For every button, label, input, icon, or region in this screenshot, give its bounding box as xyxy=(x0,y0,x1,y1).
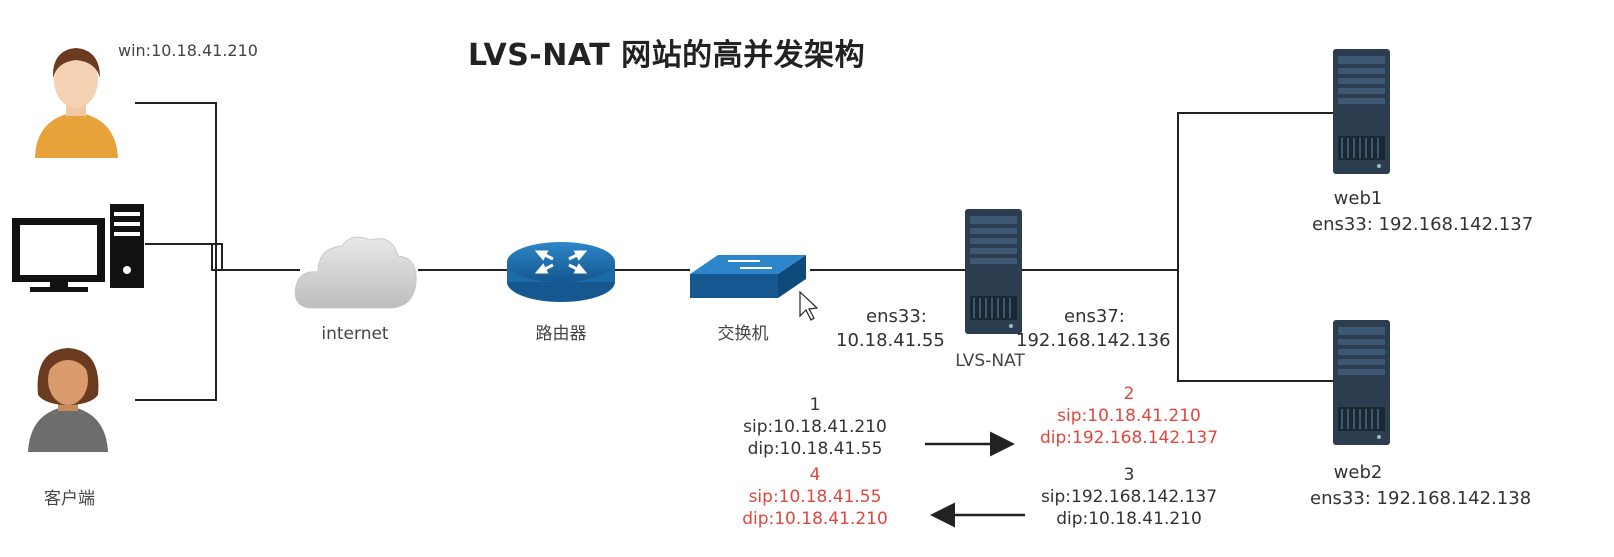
step-3-sip: sip:192.168.142.137 xyxy=(1040,487,1218,507)
male-user-icon xyxy=(35,48,118,158)
step-4-dip: dip:10.18.41.210 xyxy=(742,509,888,529)
lvs-ens33-name: ens33: xyxy=(866,306,927,327)
step-1-num: 1 xyxy=(809,395,821,415)
step-2-num: 2 xyxy=(1123,384,1135,404)
step-4: 4 sip:10.18.41.55 dip:10.18.41.210 xyxy=(720,464,910,530)
internet-label: internet xyxy=(321,324,389,344)
internet-cloud-icon xyxy=(294,236,417,309)
web2-name: web2 xyxy=(1333,462,1383,483)
web2-server-icon xyxy=(1333,320,1390,445)
router-label: 路由器 xyxy=(535,324,587,344)
mouse-cursor-icon xyxy=(799,290,819,321)
step-1-dip: dip:10.18.41.55 xyxy=(747,439,883,459)
web1-server-icon xyxy=(1333,49,1390,174)
line-user1 xyxy=(135,102,217,401)
lvs-ens37-name: ens37: xyxy=(1064,306,1125,327)
client-caption: 客户端 xyxy=(44,489,95,509)
web2-ip: ens33: 192.168.142.138 xyxy=(1310,488,1532,509)
step-2-sip: sip:10.18.41.210 xyxy=(1057,406,1201,426)
step-1: 1 sip:10.18.41.210 dip:10.18.41.55 xyxy=(720,394,910,460)
step-4-num: 4 xyxy=(809,465,821,485)
web1-name: web1 xyxy=(1333,188,1383,209)
step-2: 2 sip:10.18.41.210 dip:192.168.142.137 xyxy=(1024,383,1234,449)
step-3: 3 sip:192.168.142.137 dip:10.18.41.210 xyxy=(1024,464,1234,530)
step-3-dip: dip:10.18.41.210 xyxy=(1056,509,1202,529)
web1-ip: ens33: 192.168.142.137 xyxy=(1312,214,1534,235)
connection-lines xyxy=(135,102,1333,401)
lvs-ens33-ip: 10.18.41.55 xyxy=(836,330,945,351)
step-4-sip: sip:10.18.41.55 xyxy=(748,487,882,507)
lvs-server-icon xyxy=(965,209,1022,334)
lvs-ens37-ip: 192.168.142.136 xyxy=(1016,330,1171,351)
page-title: LVS-NAT 网站的高并发架构 xyxy=(468,38,866,73)
switch-label: 交换机 xyxy=(717,324,769,344)
female-user-icon xyxy=(28,348,108,452)
step-1-sip: sip:10.18.41.210 xyxy=(743,417,887,437)
step-3-num: 3 xyxy=(1123,465,1135,485)
router-icon xyxy=(507,242,615,302)
flow-arrows xyxy=(925,431,1025,528)
client-win-label: win:10.18.41.210 xyxy=(118,41,258,60)
desktop-computer-icon xyxy=(12,204,144,292)
line-web-bus xyxy=(1177,112,1333,382)
lvs-label: LVS-NAT xyxy=(955,351,1025,371)
step-2-dip: dip:192.168.142.137 xyxy=(1039,428,1219,448)
switch-icon xyxy=(690,255,806,298)
